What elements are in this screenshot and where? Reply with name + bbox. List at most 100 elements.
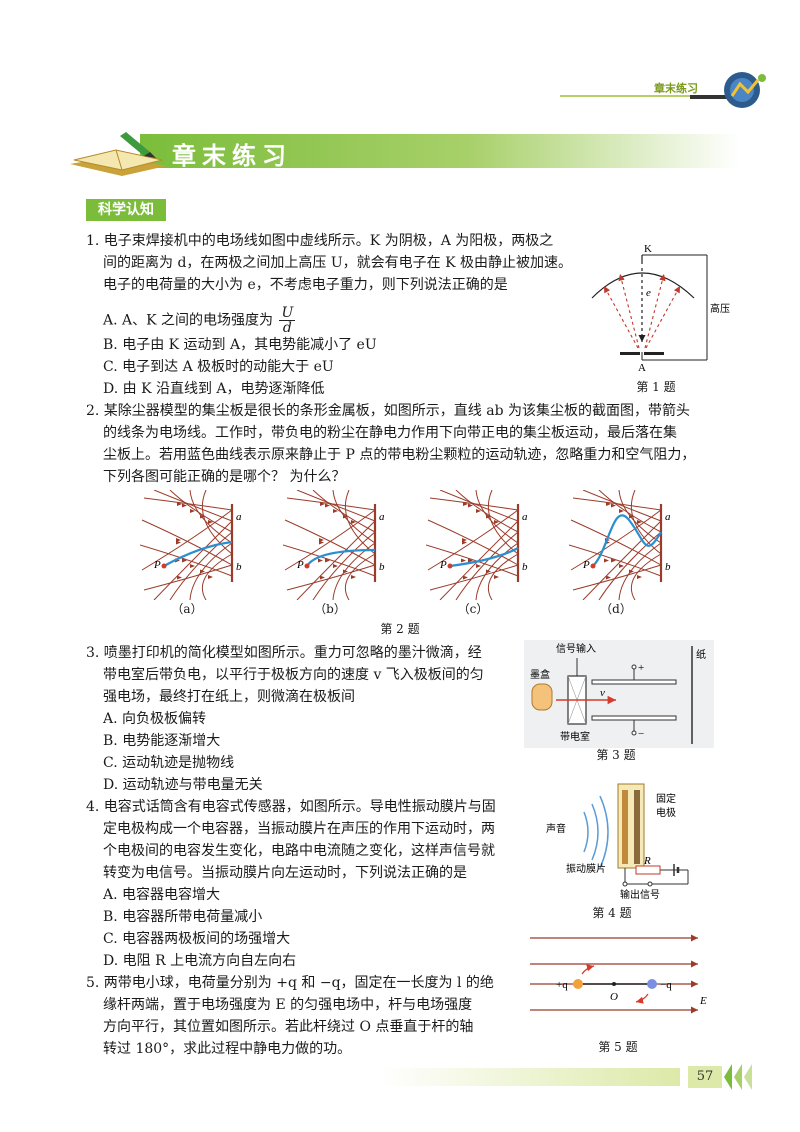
field-arrow bbox=[318, 558, 323, 563]
label-b: b bbox=[236, 561, 242, 573]
header-logo-icon bbox=[724, 72, 766, 108]
field-line bbox=[312, 531, 376, 600]
q3-option-d: D. 运动轨迹与带电量无关 bbox=[103, 777, 263, 793]
label-a: a bbox=[522, 511, 528, 523]
field-arrow bbox=[637, 520, 642, 524]
field-line bbox=[572, 564, 662, 591]
field-line bbox=[582, 490, 662, 522]
field-arrow bbox=[177, 575, 182, 580]
q3-figure: 信号输入 纸 墨盒 v + − 带电室 bbox=[524, 640, 714, 748]
field-arrow bbox=[606, 502, 611, 506]
q4-option-a: A. 电容器电容增大 bbox=[103, 887, 221, 903]
chapter-tag: 章末练习 bbox=[654, 82, 698, 95]
label-a: a bbox=[379, 511, 385, 523]
q5-caption: 第 5 题 bbox=[598, 1040, 638, 1054]
field-arrow bbox=[468, 503, 473, 508]
dust-trajectory bbox=[306, 548, 376, 567]
q1-option-d: D. 由 K 沿直线到 A，电势逐渐降低 bbox=[103, 381, 325, 397]
field-line bbox=[570, 509, 662, 571]
field-line bbox=[630, 553, 662, 600]
q2-figure-c: a b P bbox=[426, 490, 528, 600]
field-line bbox=[153, 490, 233, 522]
q1-option-a-text: A. A、K 之间的电场强度为 bbox=[103, 312, 274, 329]
field-line bbox=[201, 553, 233, 600]
field-arrow bbox=[476, 509, 481, 513]
q1-label-a: A bbox=[638, 362, 646, 374]
q3-label-minus: − bbox=[638, 728, 644, 740]
field-line bbox=[598, 490, 662, 533]
field-arrow bbox=[351, 520, 356, 524]
field-line bbox=[569, 544, 662, 577]
label-b: b bbox=[665, 561, 671, 573]
field-arrow bbox=[320, 502, 325, 506]
q5-line-1: 5. 两带电小球，电荷量分别为 +q 和 −q，固定在一长度为 l 的绝 bbox=[86, 975, 494, 991]
q2-subcap-c: （c） bbox=[457, 602, 489, 616]
label-p: P bbox=[439, 559, 447, 571]
q4-line-3: 个电极间的电容发生变化，电路中电流随之变化，这样声信号就 bbox=[103, 843, 495, 859]
field-line bbox=[141, 509, 233, 571]
point-p bbox=[304, 563, 310, 569]
field-line bbox=[439, 490, 519, 522]
q2-line-4: 下列各图可能正确的是哪个？ 为什么？ bbox=[103, 469, 346, 485]
field-line bbox=[312, 490, 376, 533]
q1-line-3: 电子的电荷量的大小为 e，不考虑电子重力，则下列说法正确的是 bbox=[103, 277, 508, 293]
field-line bbox=[284, 509, 376, 571]
field-arrow bbox=[200, 514, 205, 519]
point-p bbox=[161, 563, 167, 569]
q1-line-1: 1. 电子束焊接机中的电场线如图中虚线所示。K 为阴极，A 为阳极，两极之 bbox=[86, 233, 554, 249]
q3-label-signal: 信号输入 bbox=[556, 642, 596, 655]
q5-label-nq: −q bbox=[660, 979, 672, 991]
label-b: b bbox=[522, 561, 528, 573]
field-arrow bbox=[190, 564, 195, 568]
field-line bbox=[582, 520, 662, 600]
q3-label-v: v bbox=[600, 687, 605, 699]
field-line bbox=[140, 544, 233, 577]
field-arrow bbox=[463, 575, 468, 580]
q3-line-2: 带电室后带负电，以平行于极板方向的速度 v 飞入极板间的匀 bbox=[103, 667, 484, 683]
q4-label-output: 输出信号 bbox=[620, 888, 660, 901]
q4-option-b: B. 电容器所带电荷量减小 bbox=[103, 909, 263, 925]
dust-trajectory bbox=[449, 547, 519, 568]
field-arrow bbox=[629, 569, 634, 574]
field-arrow bbox=[494, 520, 499, 524]
q3-label-ink: 墨盒 bbox=[530, 668, 550, 681]
q4-label-membrane: 振动膜片 bbox=[566, 862, 606, 875]
field-line bbox=[286, 564, 376, 591]
field-arrow bbox=[476, 564, 481, 568]
q4-label-sound: 声音 bbox=[546, 822, 566, 835]
dust-trajectory bbox=[592, 514, 662, 567]
field-arrow bbox=[637, 575, 642, 579]
q5-line-2: 缘杆两端，置于电场强度为 E 的匀强电场中，杆与电场强度 bbox=[103, 997, 473, 1013]
footer-band bbox=[380, 1068, 680, 1086]
q2-subcap-b: （b） bbox=[314, 602, 346, 616]
field-line bbox=[284, 519, 376, 566]
header-rule-dark bbox=[690, 95, 750, 99]
field-arrow bbox=[319, 538, 324, 542]
q4-label-fixed-2: 电极 bbox=[656, 806, 676, 819]
q1-line-2: 间的距离为 d，在两极之间加上高压 U，就会有电子在 K 极由静止被加速。 bbox=[103, 255, 573, 271]
field-arrow bbox=[468, 558, 473, 563]
q1-option-c: C. 电子到达 A 极板时的动能大于 eU bbox=[103, 359, 334, 375]
q5-label-e: E bbox=[699, 995, 707, 1007]
q2-figure-a: abP bbox=[140, 490, 242, 600]
field-arrow bbox=[486, 514, 491, 519]
point-p bbox=[590, 563, 596, 569]
section-badge: 科学认知 bbox=[86, 199, 166, 221]
field-arrow bbox=[200, 569, 205, 574]
q2-line-1: 2. 某除尘器模型的集尘板是很长的条形金属板，如图所示，直线 ab 为该集尘板的… bbox=[86, 403, 691, 419]
q3-option-b: B. 电势能逐渐增大 bbox=[103, 733, 221, 749]
q2-caption: 第 2 题 bbox=[380, 622, 420, 636]
field-arrow bbox=[333, 564, 338, 568]
q4-line-4: 转变为电信号。当振动膜片向左运动时，下列说法正确的是 bbox=[103, 865, 467, 881]
q3-label-plus: + bbox=[638, 662, 644, 674]
label-p: P bbox=[296, 559, 304, 571]
field-line bbox=[296, 520, 376, 600]
q4-caption: 第 4 题 bbox=[592, 906, 632, 920]
footer-arrows-icon bbox=[724, 1064, 752, 1090]
q4-line-2: 定电极构成一个电容器，当振动膜片在声压的作用下运动时，两 bbox=[103, 821, 495, 837]
q3-option-a: A. 向负极板偏转 bbox=[103, 711, 207, 727]
q4-label-r: R bbox=[643, 855, 651, 867]
page-number: 57 bbox=[688, 1066, 722, 1088]
field-arrow bbox=[343, 514, 348, 519]
